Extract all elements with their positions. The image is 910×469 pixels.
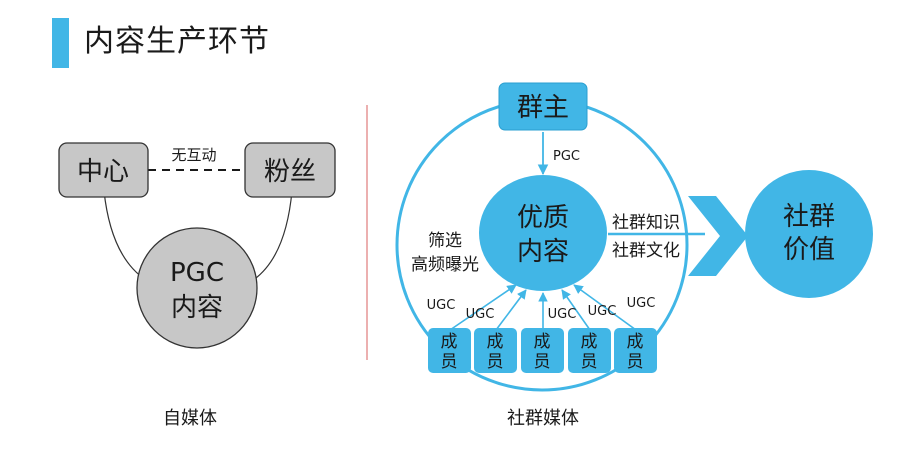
ugc-arrow-5 — [573, 284, 637, 331]
quality-content-circle — [479, 175, 607, 291]
ugc-arrow-1 — [449, 284, 517, 331]
right-note-line1: 社群知识 — [612, 213, 680, 233]
left-note-line2: 高频曝光 — [411, 255, 479, 275]
member-1-line2: 员 — [441, 352, 458, 372]
member-box-4: 成 员 — [568, 328, 611, 373]
member-4-line1: 成 — [581, 332, 598, 352]
group-owner-box — [498, 82, 588, 131]
member-box-3: 成 员 — [521, 328, 564, 373]
ugc-label-5: UGC — [627, 296, 656, 311]
value-line1: 社群 — [783, 202, 835, 232]
ugc-arrow-4 — [561, 289, 591, 331]
fans-box — [244, 142, 336, 198]
pgc-circle-line2: 内容 — [171, 293, 223, 323]
member-1-line1: 成 — [441, 332, 458, 352]
ugc-arrow-2 — [495, 289, 527, 331]
member-box-5: 成 员 — [614, 328, 657, 373]
member-box-1: 成 员 — [428, 328, 471, 373]
owner-arrow-label: PGC — [553, 149, 580, 164]
self-media-caption: 自媒体 — [163, 408, 217, 429]
ugc-label-3: UGC — [548, 307, 577, 322]
pgc-circle-line1: PGC — [170, 258, 224, 288]
ugc-label-4: UGC — [588, 304, 617, 319]
member-box-2: 成 员 — [474, 328, 517, 373]
core-line1: 优质 — [517, 203, 569, 233]
pgc-content-circle — [136, 227, 258, 349]
group-owner-label: 群主 — [517, 93, 569, 123]
member-5-line1: 成 — [627, 332, 644, 352]
value-chevron-arrow-icon — [688, 196, 748, 276]
ugc-label-2: UGC — [466, 307, 495, 322]
member-5-line2: 员 — [627, 352, 644, 372]
member-3-line2: 员 — [534, 352, 551, 372]
fans-label: 粉丝 — [264, 157, 316, 187]
community-media-caption: 社群媒体 — [507, 408, 579, 429]
core-line2: 内容 — [517, 237, 569, 267]
center-box — [58, 142, 149, 198]
ugc-label-1: UGC — [427, 298, 456, 313]
center-label: 中心 — [77, 157, 129, 187]
member-3-line1: 成 — [534, 332, 551, 352]
member-4-line2: 员 — [581, 352, 598, 372]
value-line2: 价值 — [783, 235, 835, 265]
member-2-line2: 员 — [487, 352, 504, 372]
left-note-line1: 筛选 — [428, 231, 462, 251]
member-2-line1: 成 — [487, 332, 504, 352]
community-value-circle — [745, 170, 873, 298]
title-accent-bar — [52, 18, 69, 68]
no-interaction-label: 无互动 — [171, 146, 216, 164]
right-note-line2: 社群文化 — [612, 241, 680, 261]
page-title: 内容生产环节 — [84, 24, 270, 59]
